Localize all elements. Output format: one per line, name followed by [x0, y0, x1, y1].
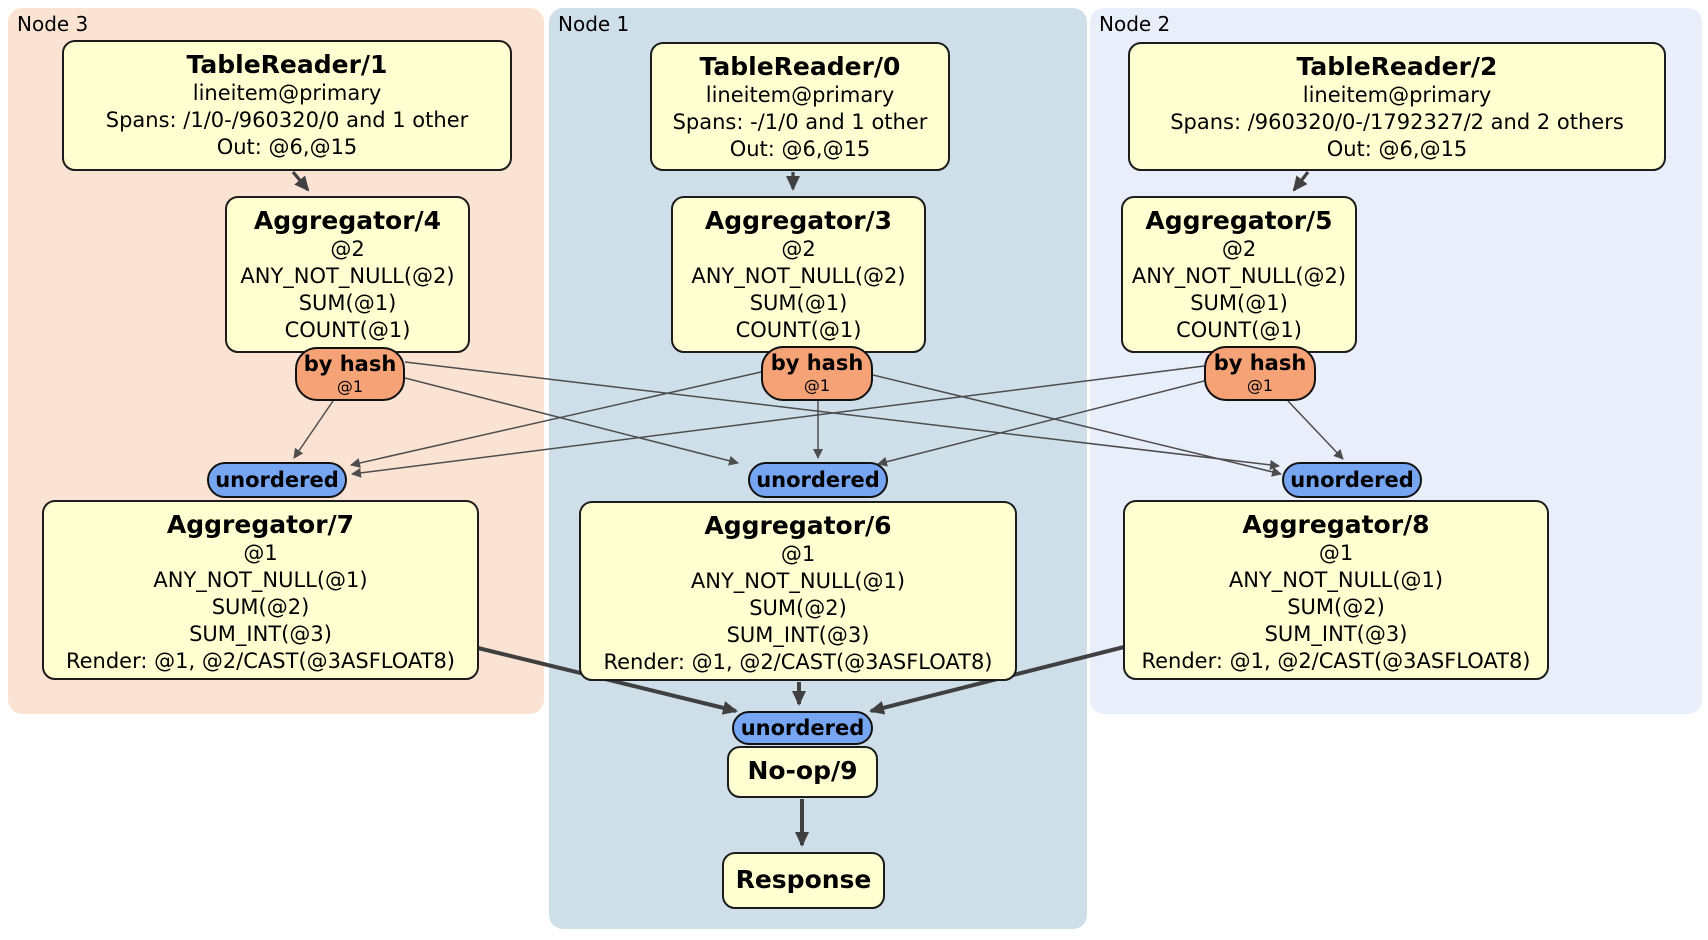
processor-aggregator-6-title: Aggregator/6: [704, 511, 892, 540]
processor-aggregator-7-title: Aggregator/7: [166, 510, 355, 539]
edge-hashL-unM: [404, 377, 739, 466]
edge-hashM-unL: [350, 371, 762, 468]
processor-aggregator-8: Aggregator/8 @1 ANY_NOT_NULL(@1) SUM(@2)…: [1123, 500, 1549, 680]
processor-line: SUM_INT(@3): [1264, 622, 1408, 646]
router-by-hash-sub: @1: [803, 376, 831, 395]
processor-aggregator-6: Aggregator/6 @1 ANY_NOT_NULL(@1) SUM(@2)…: [579, 501, 1017, 681]
processor-line: @2: [1221, 237, 1257, 261]
processor-line: ANY_NOT_NULL(@1): [1228, 568, 1444, 592]
processor-response: Response: [722, 852, 885, 909]
processor-line: Render: @1, @2/CAST(@3ASFLOAT8): [65, 649, 456, 673]
processor-line: @2: [330, 237, 365, 261]
processor-line: SUM(@2): [1287, 595, 1385, 619]
processor-tablereader-1: TableReader/1 lineitem@primary Spans: /1…: [62, 40, 512, 171]
stream-unordered-node1: unordered: [748, 462, 888, 498]
processor-tablereader-2-title: TableReader/2: [1296, 52, 1498, 81]
processor-line: @1: [1318, 541, 1354, 565]
stream-unordered-node3: unordered: [207, 462, 347, 498]
processor-tablereader-1-title: TableReader/1: [186, 50, 388, 79]
stream-unordered-final: unordered: [732, 711, 873, 745]
processor-aggregator-7: Aggregator/7 @1 ANY_NOT_NULL(@1) SUM(@2)…: [42, 500, 479, 680]
stream-unordered-label: unordered: [740, 716, 865, 740]
processor-line: lineitem@primary: [705, 83, 895, 107]
processor-aggregator-8-title: Aggregator/8: [1242, 510, 1430, 539]
processor-tablereader-0-title: TableReader/0: [699, 52, 901, 81]
processor-line: Out: @6,@15: [216, 135, 358, 159]
router-by-hash-node3: by hash @1: [295, 347, 405, 401]
processor-line: SUM(@1): [298, 291, 397, 315]
processor-line: Spans: /1/0-/960320/0 and 1 other: [105, 108, 469, 132]
processor-line: ANY_NOT_NULL(@1): [153, 568, 368, 592]
processor-line: COUNT(@1): [735, 318, 862, 342]
processor-line: SUM_INT(@3): [189, 622, 332, 646]
processor-aggregator-5-title: Aggregator/5: [1145, 206, 1333, 235]
edge-hashM-unR: [872, 374, 1282, 477]
processor-tablereader-2: TableReader/2 lineitem@primary Spans: /9…: [1128, 42, 1666, 171]
processor-noop-9: No-op/9: [727, 746, 878, 798]
processor-line: Render: @1, @2/CAST(@3ASFLOAT8): [1141, 649, 1531, 673]
edge-hashR-unM: [877, 380, 1205, 467]
stream-unordered-node2: unordered: [1282, 462, 1422, 498]
edge-hashL-unR: [404, 361, 1280, 470]
processor-line: Spans: /960320/0-/1792327/2 and 2 others: [1170, 110, 1624, 134]
stream-unordered-label: unordered: [756, 468, 880, 492]
region-node3-label: Node 3: [17, 12, 89, 36]
router-by-hash-label: by hash: [770, 351, 864, 375]
edge-tr1-agg4: [291, 170, 310, 192]
router-by-hash-sub: @1: [1246, 376, 1274, 395]
processor-noop-9-title: No-op/9: [747, 756, 858, 785]
router-by-hash-label: by hash: [1213, 351, 1307, 375]
processor-line: COUNT(@1): [284, 318, 411, 342]
processor-line: Out: @6,@15: [729, 137, 871, 161]
processor-response-title: Response: [735, 865, 872, 894]
processor-aggregator-3-title: Aggregator/3: [704, 206, 893, 235]
edge-tr2-agg5: [1292, 171, 1310, 192]
processor-aggregator-3: Aggregator/3 @2 ANY_NOT_NULL(@2) SUM(@1)…: [671, 196, 926, 353]
processor-line: @2: [781, 237, 816, 261]
processor-aggregator-4: Aggregator/4 @2 ANY_NOT_NULL(@2) SUM(@1)…: [225, 196, 470, 353]
processor-line: ANY_NOT_NULL(@2): [240, 264, 455, 288]
region-node2-label: Node 2: [1099, 12, 1171, 36]
processor-line: COUNT(@1): [1176, 318, 1302, 342]
processor-line: ANY_NOT_NULL(@2): [691, 264, 906, 288]
edge-hashL-unL: [293, 400, 334, 459]
router-by-hash-label: by hash: [303, 352, 397, 376]
edge-hashR-unR: [1287, 400, 1344, 460]
processor-line: SUM(@1): [1190, 291, 1288, 315]
router-by-hash-node1: by hash @1: [761, 346, 873, 401]
processor-line: SUM(@2): [749, 596, 847, 620]
stream-unordered-label: unordered: [215, 468, 339, 492]
processor-line: @1: [780, 542, 816, 566]
processor-line: SUM_INT(@3): [726, 623, 870, 647]
processor-aggregator-4-title: Aggregator/4: [253, 206, 442, 235]
stream-unordered-label: unordered: [1290, 468, 1414, 492]
processor-line: @1: [243, 541, 278, 565]
processor-aggregator-5: Aggregator/5 @2 ANY_NOT_NULL(@2) SUM(@1)…: [1121, 196, 1357, 353]
processor-line: lineitem@primary: [1302, 83, 1492, 107]
processor-line: ANY_NOT_NULL(@2): [1131, 264, 1347, 288]
router-by-hash-node2: by hash @1: [1204, 346, 1316, 401]
processor-line: Render: @1, @2/CAST(@3ASFLOAT8): [603, 650, 993, 674]
processor-line: Spans: -/1/0 and 1 other: [672, 110, 928, 134]
processor-line: SUM(@1): [749, 291, 848, 315]
processor-line: ANY_NOT_NULL(@1): [690, 569, 906, 593]
processor-tablereader-0: TableReader/0 lineitem@primary Spans: -/…: [650, 42, 950, 171]
processor-line: SUM(@2): [211, 595, 310, 619]
router-by-hash-sub: @1: [336, 377, 364, 396]
edge-hashR-unL: [351, 365, 1205, 478]
region-node1-label: Node 1: [558, 12, 630, 36]
processor-line: Out: @6,@15: [1326, 137, 1468, 161]
processor-line: lineitem@primary: [192, 81, 382, 105]
